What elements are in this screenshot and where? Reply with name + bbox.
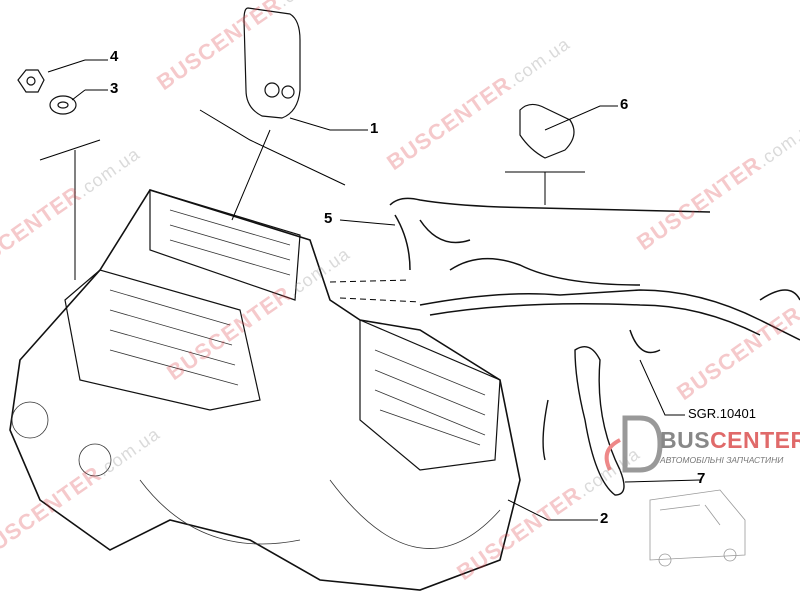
logo-brand-red: CENTER [710,427,800,453]
gasket-part-1 [243,7,301,119]
nut-part-4 [17,69,45,93]
part-label-7: 7 [697,470,706,487]
hvac-unit [9,189,521,591]
logo-brand: BUSCENTER [660,427,800,454]
logo-tagline: АВТОМОБІЛЬНІ ЗАПЧАСТИНИ [660,455,784,465]
part-label-6: 6 [620,96,629,113]
washer-part-3 [49,95,77,115]
part-label-1: 1 [370,120,379,137]
logo-mark [604,415,663,473]
hose-part-7 [542,346,625,496]
reference-code: SGR.10401 [688,406,756,421]
part-label-3: 3 [110,80,119,97]
hose-part-5 [389,197,711,271]
buscenter-logo: BUSCENTER АВТОМОБІЛЬНІ ЗАПЧАСТИНИ [612,405,800,485]
hose-assembly [419,257,800,354]
part-label-2: 2 [600,510,609,527]
part-label-5: 5 [324,210,333,227]
part-label-4: 4 [110,48,119,65]
clamp-part-6 [519,103,575,159]
logo-brand-grey: BUS [660,427,711,453]
